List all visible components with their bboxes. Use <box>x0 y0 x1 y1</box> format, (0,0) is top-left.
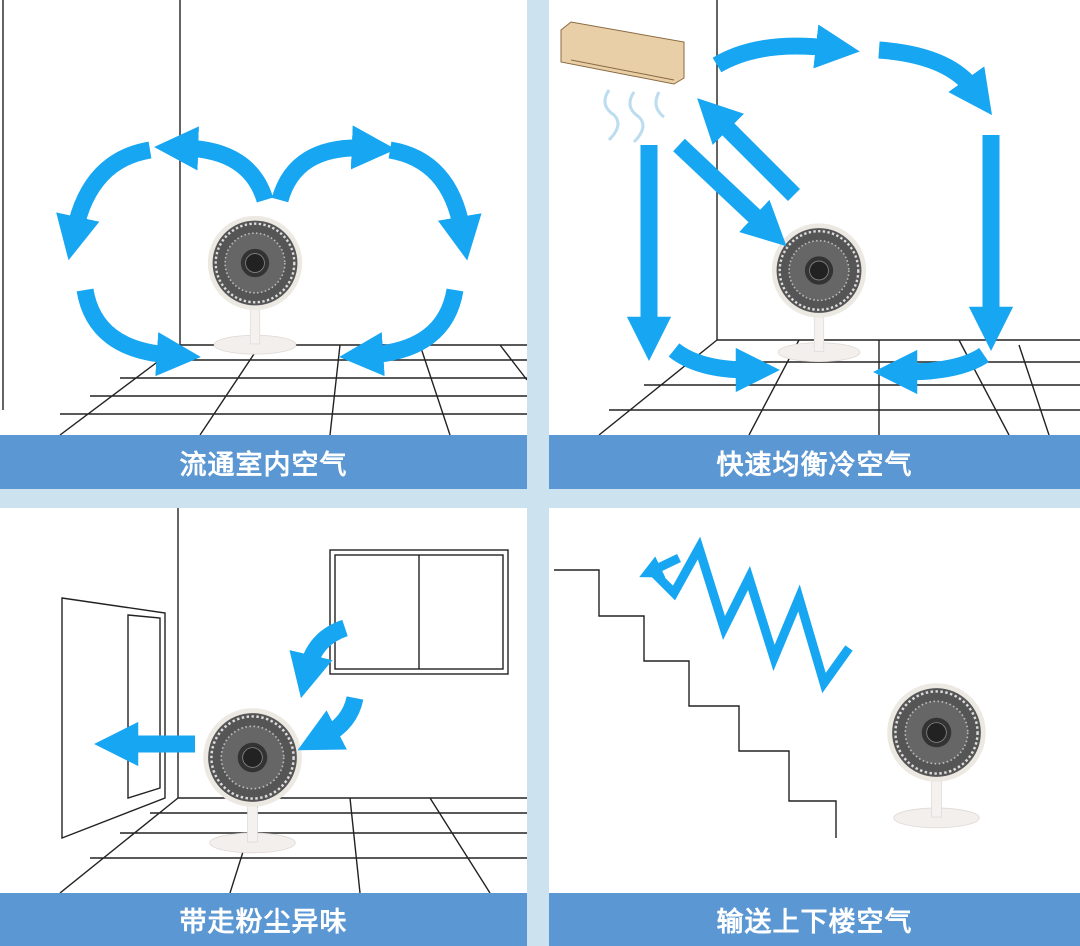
air-conditioner-icon <box>560 21 685 85</box>
panel-circulate-indoor-air: 流通室内空气 <box>0 0 527 489</box>
fan-icon <box>206 214 304 356</box>
panel-label: 带走粉尘异味 <box>0 893 527 946</box>
illustration-staircase <box>554 536 988 838</box>
illustration-room-circulation <box>2 0 527 435</box>
panel-label: 快速均衡冷空气 <box>549 435 1080 489</box>
fan-icon <box>885 681 988 830</box>
panel-label: 流通室内空气 <box>0 435 527 489</box>
illustration-window-ventilation <box>59 508 527 893</box>
window <box>329 549 509 675</box>
illustration-ac-cooling <box>560 0 1080 435</box>
fan-icon <box>770 221 868 364</box>
panel-transfer-stair-air: 输送上下楼空气 <box>549 508 1080 946</box>
panel-balance-cool-air: 快速均衡冷空气 <box>549 0 1080 489</box>
fan-icon <box>201 706 304 855</box>
door <box>61 597 166 840</box>
panel-remove-dust-odor: 带走粉尘异味 <box>0 508 527 946</box>
panel-label: 输送上下楼空气 <box>549 893 1080 946</box>
